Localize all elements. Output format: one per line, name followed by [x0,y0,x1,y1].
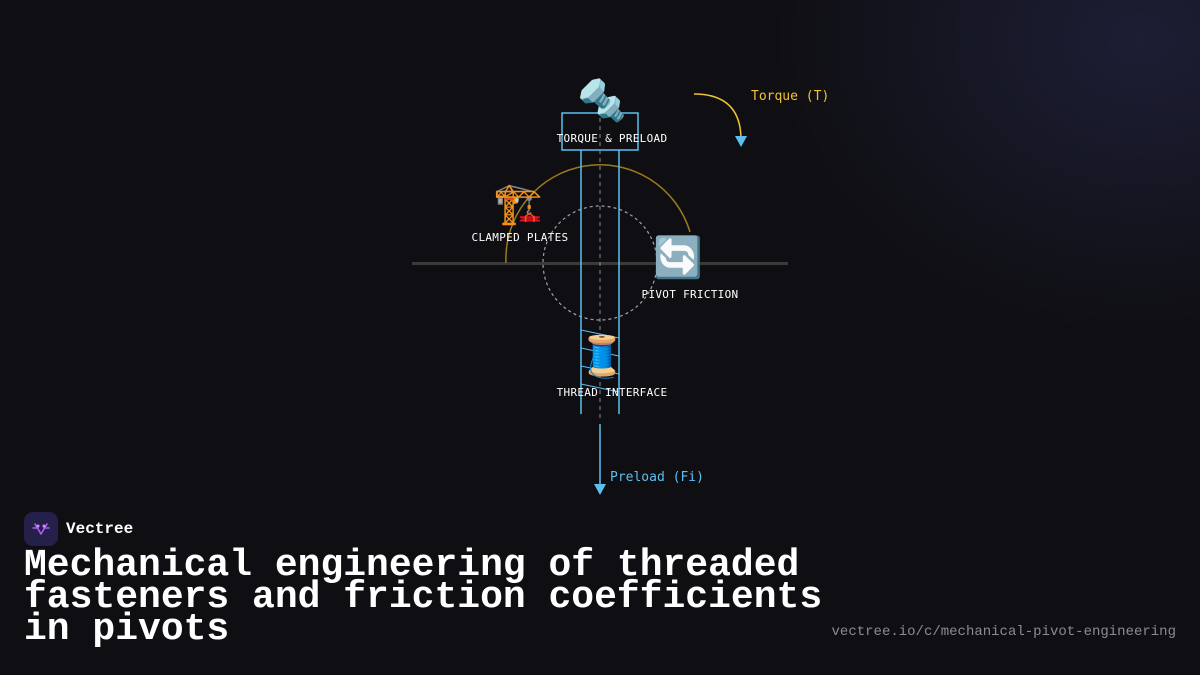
label-pivot-friction: PIVOT FRICTION [642,288,739,301]
preload-arrow-head [594,484,606,495]
brand-name: Vectree [66,520,134,538]
torque-arrow-head [735,136,747,147]
thread-icon: 🧵 [577,333,627,380]
rotate-icon: 🔄 [653,234,703,281]
label-preload: Preload (Fi) [610,470,704,485]
vectree-logo-icon [24,512,58,546]
bolt-icon: 🔩 [577,77,627,124]
label-torque: Torque (T) [751,89,829,104]
label-clamped-plates: CLAMPED PLATES [472,231,569,244]
page-title: Mechanical engineering of threaded faste… [24,544,823,651]
label-thread-interface: THREAD INTERFACE [557,386,668,399]
label-torque-preload: TORQUE & PRELOAD [557,132,668,145]
brand[interactable]: Vectree [24,512,133,546]
page-url[interactable]: vectree.io/c/mechanical-pivot-engineerin… [831,624,1176,640]
crane-icon: 🏗️ [493,181,543,227]
torque-arrow-curve [693,93,742,139]
friction-circle [542,205,658,321]
pivot-arc [505,164,691,264]
